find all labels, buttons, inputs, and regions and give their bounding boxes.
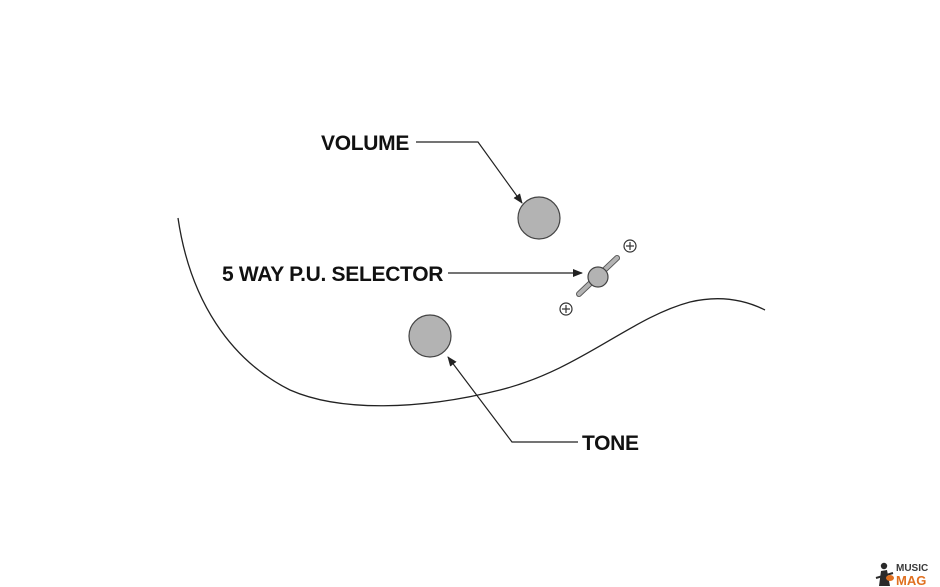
tone-leader-line	[447, 356, 578, 443]
volume-knob-icon	[517, 196, 561, 240]
musicmag-watermark-logo: MUSIC MAG	[875, 562, 928, 587]
volume-leader-line	[416, 141, 523, 204]
volume-label: VOLUME	[321, 132, 409, 155]
tone-knob-icon	[408, 314, 452, 358]
selector-switch-icon	[576, 255, 620, 297]
screw-top-icon	[623, 239, 637, 253]
screw-bottom-icon	[559, 302, 573, 316]
watermark-text-bottom: MAG	[896, 573, 926, 587]
tone-label: TONE	[582, 432, 639, 455]
body-outline	[177, 217, 766, 407]
selector-label: 5 WAY P.U. SELECTOR	[222, 263, 443, 286]
guitarist-silhouette-icon	[875, 562, 894, 586]
watermark-text-top: MUSIC	[896, 563, 928, 574]
